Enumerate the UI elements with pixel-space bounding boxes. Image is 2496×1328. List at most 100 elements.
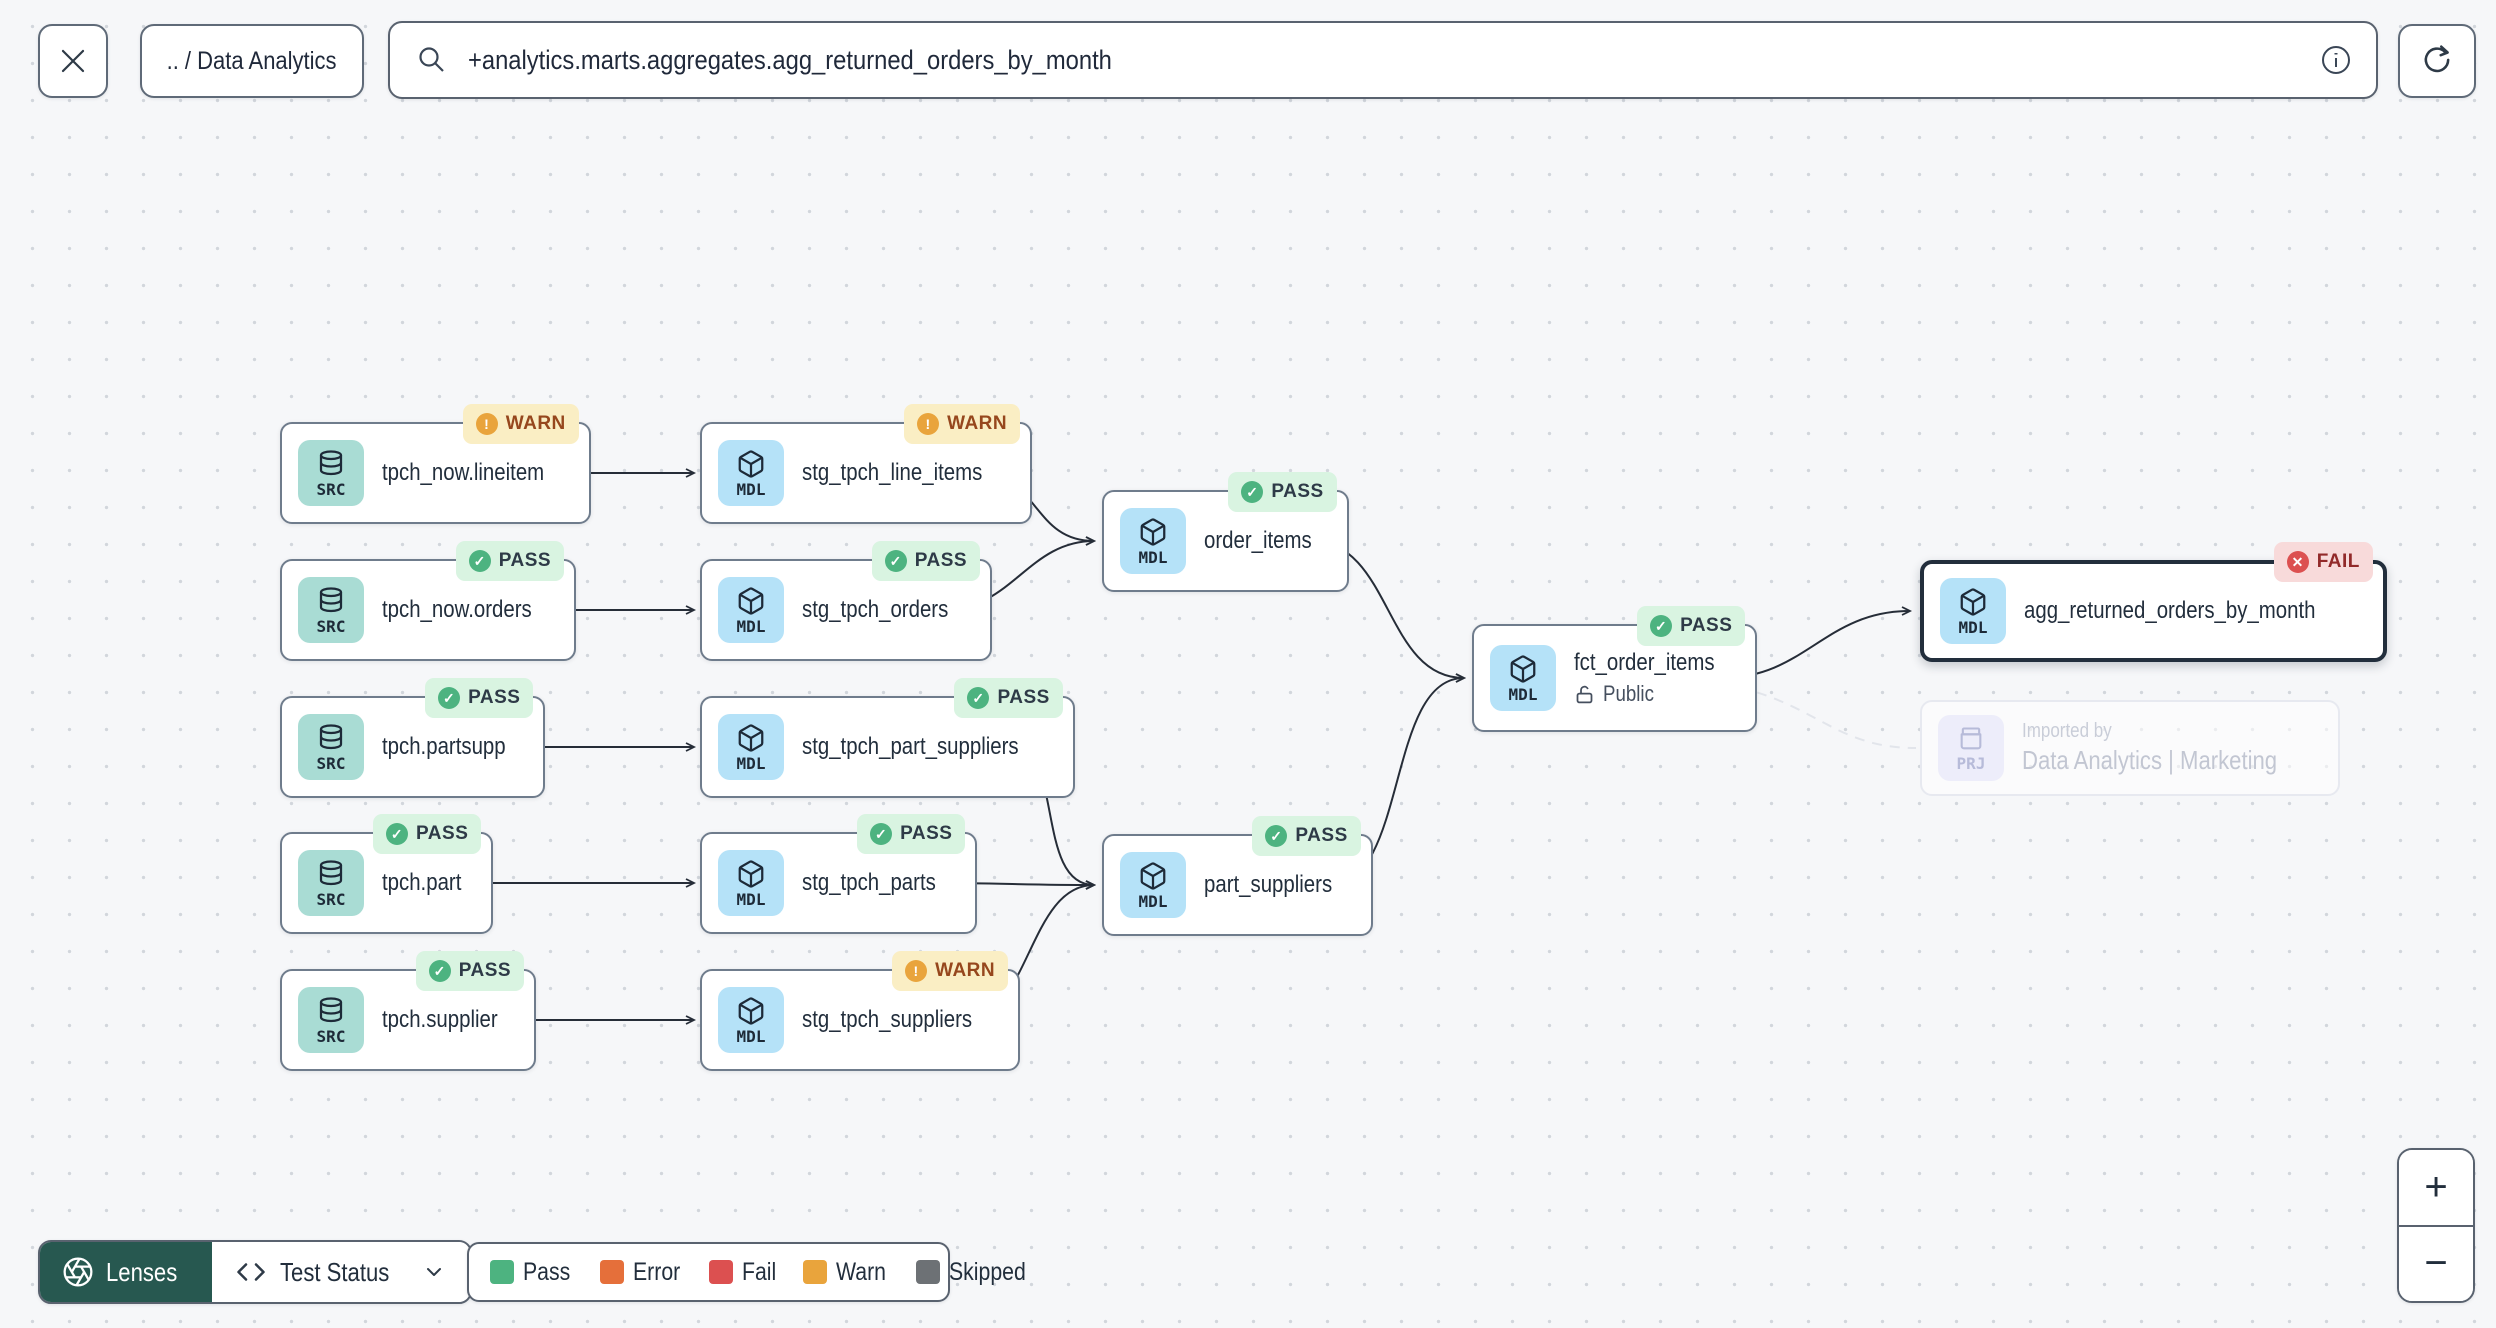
status-label: PASS	[914, 550, 968, 571]
status-label: PASS	[900, 823, 953, 844]
cube-icon	[1958, 587, 1988, 617]
type-label: MDL	[1958, 617, 1988, 637]
node-imported-by-project: PRJ Imported by Data Analytics | Marketi…	[1920, 700, 2341, 796]
type-label: MDL	[736, 889, 766, 909]
node-part_suppliers[interactable]: ✓ PASS MDL part_suppliers	[1102, 816, 1373, 936]
node-stg_tpch_part_suppliers[interactable]: ✓ PASS MDL stg_tpch_part_suppliers	[700, 678, 1075, 798]
cube-icon	[736, 859, 766, 889]
node-stg_tpch_suppliers[interactable]: ! WARN MDL stg_tpch_suppliers	[700, 951, 1021, 1071]
breadcrumb[interactable]: .. / Data Analytics	[140, 24, 364, 98]
node-tpch_now-lineitem[interactable]: ! WARN SRC tpch_now.lineitem	[280, 404, 591, 524]
node-stg_tpch_orders[interactable]: ✓ PASS MDL stg_tpch_orders	[700, 541, 993, 661]
status-label: WARN	[505, 413, 566, 434]
status-label: PASS	[1680, 615, 1733, 636]
type-label: PRJ	[1956, 753, 1986, 773]
status-badge: ! WARN	[462, 404, 579, 444]
node-stg_tpch_line_items[interactable]: ! WARN MDL stg_tpch_line_items	[700, 404, 1033, 524]
type-label: MDL	[1138, 547, 1168, 567]
node-tpch-partsupp[interactable]: ✓ PASS SRC tpch.partsupp	[280, 678, 546, 798]
fail-swatch	[709, 1260, 734, 1284]
node-label: stg_tpch_suppliers	[802, 1006, 973, 1033]
skipped-swatch	[916, 1260, 941, 1284]
legend-item-warn: Warn	[803, 1258, 895, 1287]
legend-item-error: Error	[599, 1257, 689, 1287]
database-icon	[316, 859, 346, 889]
legend-label: Pass	[523, 1257, 571, 1286]
source-type-icon: SRC	[298, 714, 364, 780]
model-type-icon: MDL	[718, 987, 784, 1053]
node-label: stg_tpch_parts	[802, 869, 936, 896]
model-type-icon: MDL	[1490, 645, 1556, 711]
database-icon	[316, 996, 346, 1026]
zoom-in-button[interactable]: +	[2399, 1150, 2473, 1227]
type-label: SRC	[316, 479, 346, 499]
node-label: tpch_now.orders	[382, 596, 532, 623]
node-agg_returned_orders_by_month[interactable]: ✕ FAIL MDL agg_returned_orders_by_month	[1920, 542, 2387, 662]
project-type-icon: PRJ	[1938, 715, 2004, 781]
type-label: SRC	[316, 616, 346, 636]
status-badge: ✓ PASS	[1252, 816, 1361, 856]
status-badge: ✓ PASS	[954, 678, 1063, 718]
aperture-icon	[63, 1257, 93, 1287]
check-icon: ✓	[870, 823, 893, 845]
status-label: PASS	[468, 687, 521, 708]
check-icon: ✓	[438, 687, 461, 709]
cube-icon	[736, 723, 766, 753]
search-icon	[419, 47, 444, 72]
lenses-button[interactable]: Lenses	[40, 1242, 212, 1302]
cube-icon	[1508, 654, 1538, 684]
type-label: MDL	[736, 479, 766, 499]
node-label: tpch.part	[382, 869, 462, 896]
status-badge: ✓ PASS	[415, 951, 525, 991]
chevron-down-icon	[427, 1268, 442, 1276]
status-badge: ✓ PASS	[1637, 606, 1746, 646]
node-tpch-supplier[interactable]: ✓ PASS SRC tpch.supplier	[280, 951, 537, 1071]
status-badge: ✓ PASS	[373, 814, 482, 854]
node-tpch-part[interactable]: ✓ PASS SRC tpch.part	[280, 814, 494, 934]
lenses-label: Lenses	[106, 1256, 178, 1287]
warn-icon: !	[475, 413, 498, 435]
source-type-icon: SRC	[298, 987, 364, 1053]
access-label: Public	[1603, 681, 1654, 706]
status-label: PASS	[416, 823, 469, 844]
cube-icon	[1138, 861, 1168, 891]
node-label: order_items	[1204, 527, 1312, 554]
refresh-icon	[2424, 45, 2450, 73]
model-type-icon: MDL	[1120, 852, 1186, 918]
check-icon: ✓	[1265, 825, 1288, 847]
close-button[interactable]	[38, 24, 108, 98]
node-order_items[interactable]: ✓ PASS MDL order_items	[1102, 472, 1349, 592]
lineage-search-bar[interactable]	[388, 21, 2378, 99]
status-badge: ✓ PASS	[425, 678, 534, 718]
node-label: agg_returned_orders_by_month	[2024, 597, 2316, 624]
model-type-icon: MDL	[1120, 508, 1186, 574]
node-stg_tpch_parts[interactable]: ✓ PASS MDL stg_tpch_parts	[700, 814, 978, 934]
status-label: WARN	[947, 413, 1008, 434]
zoom-out-button[interactable]: −	[2399, 1226, 2473, 1301]
node-label: stg_tpch_part_suppliers	[802, 733, 1019, 760]
type-label: MDL	[736, 753, 766, 773]
type-label: MDL	[736, 1026, 766, 1046]
status-badge: ! WARN	[892, 951, 1009, 991]
node-tpch_now-orders[interactable]: ✓ PASS SRC tpch_now.orders	[280, 541, 577, 661]
model-type-icon: MDL	[1940, 578, 2006, 644]
search-input[interactable]	[468, 44, 2086, 76]
model-type-icon: MDL	[718, 440, 784, 506]
warn-icon: !	[917, 413, 940, 435]
breadcrumb-label: .. / Data Analytics	[167, 46, 337, 75]
refresh-button[interactable]	[2398, 24, 2476, 98]
status-label: PASS	[1295, 825, 1348, 846]
legend-label: Error	[632, 1257, 680, 1286]
lens-selector-dropdown[interactable]: Test Status	[211, 1242, 471, 1302]
legend-label: Warn	[836, 1257, 887, 1286]
zoom-controls: + −	[2397, 1148, 2475, 1303]
model-type-icon: MDL	[718, 714, 784, 780]
type-label: SRC	[316, 889, 346, 909]
info-icon[interactable]	[2320, 44, 2352, 76]
check-icon: ✓	[1241, 481, 1264, 503]
node-fct_order_items[interactable]: ✓ PASS MDL fct_order_items Public	[1472, 606, 1758, 732]
type-label: SRC	[316, 1026, 346, 1046]
fail-icon: ✕	[2286, 551, 2309, 573]
